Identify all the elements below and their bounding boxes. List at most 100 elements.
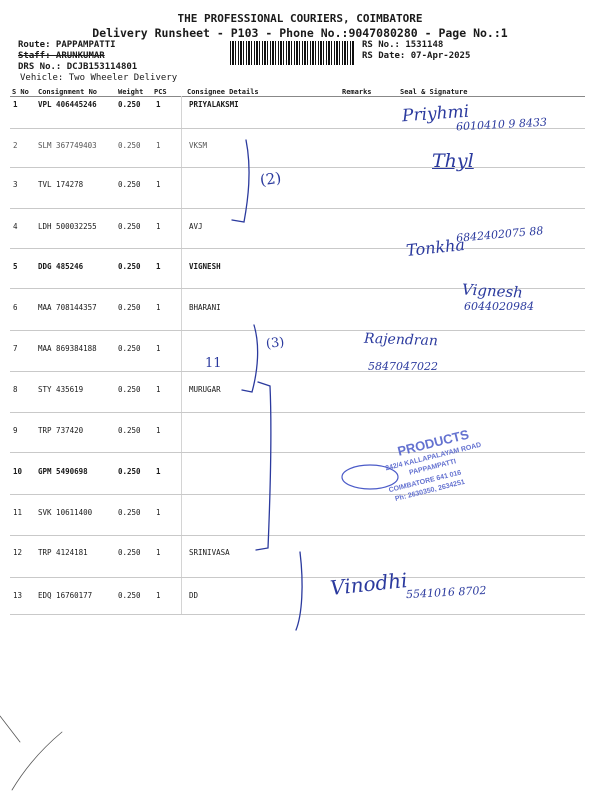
bracket-rows-6-7 — [241, 324, 259, 393]
cell-pcs: 1 — [156, 508, 161, 517]
cell-weight: 0.250 — [118, 467, 141, 476]
route-label: Route: PAPPAMPATTI — [18, 40, 116, 50]
cell-pcs: 1 — [156, 262, 161, 271]
signature-bharani: Rajendran — [363, 330, 439, 350]
cell-pcs: 1 — [156, 426, 161, 435]
cell-sno: 2 — [13, 141, 18, 150]
cell-pcs: 1 — [156, 344, 161, 353]
row-divider — [10, 248, 585, 249]
cell-consignment-no: STY 435619 — [38, 385, 84, 394]
bracket-rows-2-3 — [231, 139, 250, 223]
cell-consignee: DD — [189, 591, 199, 600]
col-weight: Weight — [118, 88, 144, 96]
cell-consignment-no: TRP 4124181 — [38, 548, 88, 557]
cell-pcs: 1 — [156, 591, 161, 600]
staff-label: Staff: ARUNKUMAR — [18, 51, 105, 61]
bracket-rows-8-11 — [255, 381, 272, 551]
hand-bracket-3: (3) — [265, 335, 286, 352]
row-divider — [10, 371, 585, 372]
cell-pcs: 1 — [156, 100, 161, 109]
cell-pcs: 1 — [156, 222, 161, 231]
row-divider — [10, 452, 585, 453]
cell-weight: 0.250 — [118, 548, 141, 557]
row-divider — [10, 330, 585, 331]
cell-consignee: VIGNESH — [189, 262, 221, 271]
cell-weight: 0.250 — [118, 100, 141, 109]
col-remarks: Remarks — [342, 88, 372, 96]
cell-weight: 0.250 — [118, 426, 141, 435]
hand-ditto: 11 — [205, 356, 222, 371]
cell-sno: 1 — [13, 100, 18, 109]
row-divider — [10, 614, 585, 615]
runsheet-barcode — [230, 41, 355, 65]
row-divider — [10, 288, 585, 289]
cell-pcs: 1 — [156, 467, 161, 476]
cell-pcs: 1 — [156, 303, 161, 312]
row-divider — [10, 208, 585, 209]
cell-consignment-no: TRP 737420 — [38, 426, 84, 435]
corner-fold — [0, 715, 63, 791]
cell-consignment-no: MAA 869384188 — [38, 344, 97, 353]
row-divider — [10, 494, 585, 495]
col-consignee: Consignee Details — [187, 88, 259, 96]
col-signature: Seal & Signature — [400, 88, 468, 96]
column-divider — [181, 96, 182, 614]
cell-consignment-no: SLM 367749403 — [38, 141, 97, 150]
rs-number: RS No.: 1531148 — [362, 40, 444, 50]
cell-consignment-no: LDH 500032255 — [38, 222, 97, 231]
cell-sno: 6 — [13, 303, 18, 312]
cell-sno: 7 — [13, 344, 18, 353]
cell-consignee: AVJ — [189, 222, 203, 231]
cell-consignment-no: GPM 5490698 — [38, 467, 88, 476]
cell-weight: 0.250 — [118, 180, 141, 189]
bracket-rows-12-13 — [295, 551, 303, 631]
cell-consignee: VKSM — [189, 141, 208, 150]
cell-sno: 10 — [13, 467, 23, 476]
cell-sno: 3 — [13, 180, 18, 189]
cell-consignee: PRIYALAKSMI — [189, 100, 239, 109]
cell-consignment-no: DDG 485246 — [38, 262, 84, 271]
cell-sno: 13 — [13, 591, 23, 600]
phone-bharani: 5847047022 — [368, 360, 438, 373]
col-pcs: PCS — [154, 88, 167, 96]
company-title: THE PROFESSIONAL COURIERS, COIMBATORE — [177, 12, 423, 25]
signature-vksm: Thyl — [432, 150, 474, 172]
runsheet-subtitle: Delivery Runsheet - P103 - Phone No.:904… — [92, 26, 508, 40]
table-row: 10 GPM 5490698 0.250 1 — [0, 467, 600, 487]
cell-consignee: MURUGAR — [189, 385, 221, 394]
cell-sno: 4 — [13, 222, 18, 231]
cell-consignment-no: EDQ 16760177 — [38, 591, 93, 600]
cell-weight: 0.250 — [118, 303, 141, 312]
col-sno: S No — [12, 88, 29, 96]
signature-vignesh: Vignesh — [461, 280, 524, 302]
table-row: 4 LDH 500032255 0.250 1 AVJ — [0, 222, 600, 242]
cell-weight: 0.250 — [118, 262, 141, 271]
phone-vignesh: 6044020984 — [464, 300, 534, 313]
cell-weight: 0.250 — [118, 222, 141, 231]
cell-sno: 12 — [13, 548, 23, 557]
stamp-ellipse — [341, 464, 399, 490]
cell-weight: 0.250 — [118, 508, 141, 517]
cell-sno: 9 — [13, 426, 18, 435]
cell-weight: 0.250 — [118, 141, 141, 150]
table-row: 9 TRP 737420 0.250 1 — [0, 426, 600, 446]
vehicle-label: Vehicle: Two Wheeler Delivery — [20, 73, 178, 83]
row-divider — [10, 412, 585, 413]
hand-bracket-2: (2) — [258, 168, 283, 190]
cell-consignment-no: SVK 10611400 — [38, 508, 93, 517]
cell-consignee: SRINIVASA — [189, 548, 230, 557]
row-divider — [10, 167, 585, 168]
header-divider — [10, 96, 585, 97]
cell-weight: 0.250 — [118, 385, 141, 394]
col-consignment: Consignment No — [38, 88, 98, 96]
cell-pcs: 1 — [156, 385, 161, 394]
